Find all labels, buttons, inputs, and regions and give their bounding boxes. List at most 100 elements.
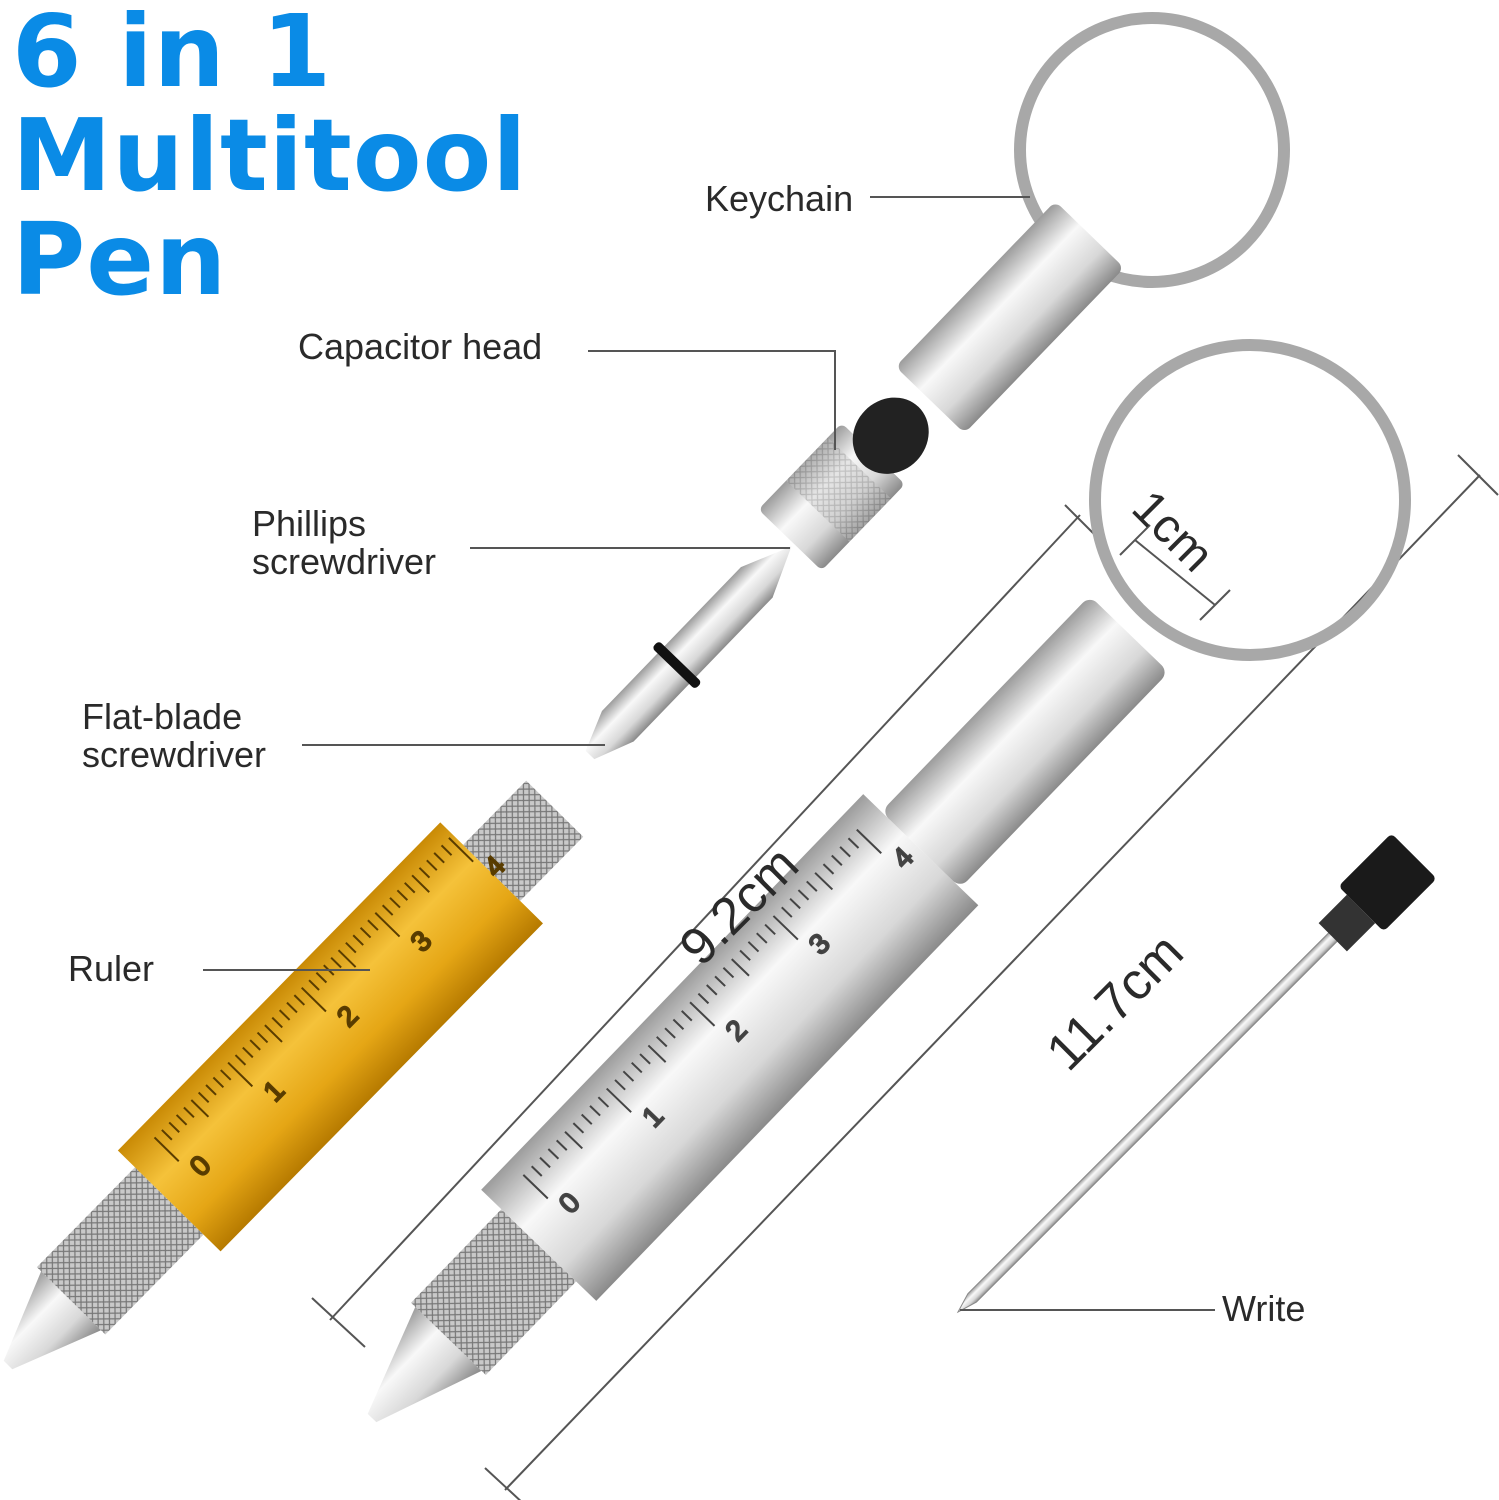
ruler-tick <box>747 941 760 953</box>
ruler-tick <box>381 904 394 916</box>
ruler-tick <box>227 1061 254 1088</box>
ruler-tick <box>606 1087 632 1113</box>
ruler-tick <box>190 1099 210 1118</box>
ruler-tick <box>404 882 416 894</box>
ruler-tick <box>847 837 860 849</box>
ruler-tick <box>301 986 327 1013</box>
ruler-tick <box>234 1054 247 1066</box>
ruler-tick <box>614 1079 626 1091</box>
title-line-3: Pen <box>12 201 228 318</box>
ruler-tick <box>411 874 430 893</box>
ruler-tick <box>664 1027 676 1039</box>
ruler-tick <box>175 1114 188 1126</box>
label-capacitor-head: Capacitor head <box>298 326 543 367</box>
ruler-tick <box>822 863 835 875</box>
ruler-tick <box>731 958 750 977</box>
ruler-tick <box>264 1024 283 1043</box>
ink-refill <box>956 835 1435 1314</box>
ruler-tick <box>249 1039 261 1051</box>
ruler-tick <box>539 1156 551 1169</box>
ruler-tick <box>161 1129 173 1141</box>
ruler-tick <box>772 915 799 941</box>
ruler-tick <box>639 1053 651 1065</box>
ruler-tick <box>597 1096 610 1108</box>
ruler-tick <box>622 1070 635 1082</box>
ruler-tick <box>359 927 372 939</box>
ruler-tick <box>220 1069 232 1081</box>
ruler-tick <box>656 1036 668 1048</box>
ruler-tick <box>345 942 357 954</box>
ruler-tick <box>764 923 776 936</box>
ruler-tick <box>293 994 306 1006</box>
ruler-tick <box>631 1061 643 1074</box>
ruler-tick <box>647 1044 667 1063</box>
keychain-cap <box>898 204 1121 431</box>
ruler-tick <box>806 880 818 892</box>
ruler-tick <box>374 912 401 938</box>
ruler-tick <box>418 867 431 879</box>
ruler-tick <box>286 1001 298 1014</box>
ruler-tick <box>448 837 474 863</box>
ruler-tick <box>581 1113 593 1125</box>
ruler-tick <box>672 1018 685 1030</box>
ruler-tick <box>426 859 438 871</box>
ruler-tick <box>814 872 834 891</box>
ruler-tick <box>547 1148 560 1160</box>
ruler-tick <box>797 889 810 901</box>
ruler-tick <box>367 919 379 931</box>
ruler-tick <box>396 889 409 901</box>
ruler-tick <box>714 975 726 987</box>
ruler-tick <box>530 1165 543 1177</box>
ruler-tick <box>839 846 851 858</box>
keyring-icon <box>1089 339 1411 661</box>
ruler-tick <box>242 1046 254 1059</box>
ruler-tick <box>271 1016 283 1029</box>
ruler-tick <box>389 897 401 909</box>
ruler-tick <box>555 1139 568 1151</box>
ruler-tick <box>589 1105 601 1117</box>
ruler-tick <box>278 1009 291 1021</box>
ruler-tick <box>308 979 320 991</box>
ruler-tick <box>315 971 328 984</box>
ruler-tick <box>256 1031 269 1044</box>
ruler-tick <box>330 956 342 969</box>
title-line-2: Multitool <box>12 97 528 214</box>
ruler-tick <box>337 949 357 968</box>
ruler-tick <box>168 1121 180 1133</box>
label-ruler: Ruler <box>68 948 155 989</box>
capacitor-head <box>760 397 929 569</box>
screwdriver-bit <box>585 546 792 760</box>
ruler-tick <box>433 852 445 864</box>
ruler-tick <box>564 1131 583 1150</box>
ruler-tick <box>689 1001 716 1027</box>
label-flat-blade-screwdriver: Flat-blade screwdriver <box>82 696 267 775</box>
leader-lines <box>203 196 1215 1311</box>
ruler-tick <box>183 1106 195 1119</box>
ruler-tick <box>831 854 843 866</box>
ruler-tick <box>572 1122 585 1134</box>
ruler-tick <box>789 897 801 910</box>
keyring-icon <box>1014 12 1290 288</box>
ruler-tick <box>522 1174 549 1200</box>
ruler-tick <box>722 967 735 979</box>
label-phillips-screwdriver: Phillips screwdriver <box>252 503 437 582</box>
ruler-tick <box>856 828 882 854</box>
ruler-tick <box>440 844 453 856</box>
ruler-tick <box>681 1010 693 1022</box>
ruler-tick <box>212 1076 225 1089</box>
ruler-tick <box>756 932 768 944</box>
ruler-tick <box>781 906 793 918</box>
ruler-tick <box>706 984 718 996</box>
title-line-1: 6 in 1 <box>12 0 333 110</box>
label-write: Write <box>1222 1288 1306 1329</box>
ruler-tick <box>697 992 710 1005</box>
ruler-tick <box>739 949 751 961</box>
ruler-tick <box>352 934 364 946</box>
ruler-tick <box>153 1136 180 1162</box>
ruler-tick <box>197 1091 210 1104</box>
ruler-tick <box>205 1084 217 1096</box>
